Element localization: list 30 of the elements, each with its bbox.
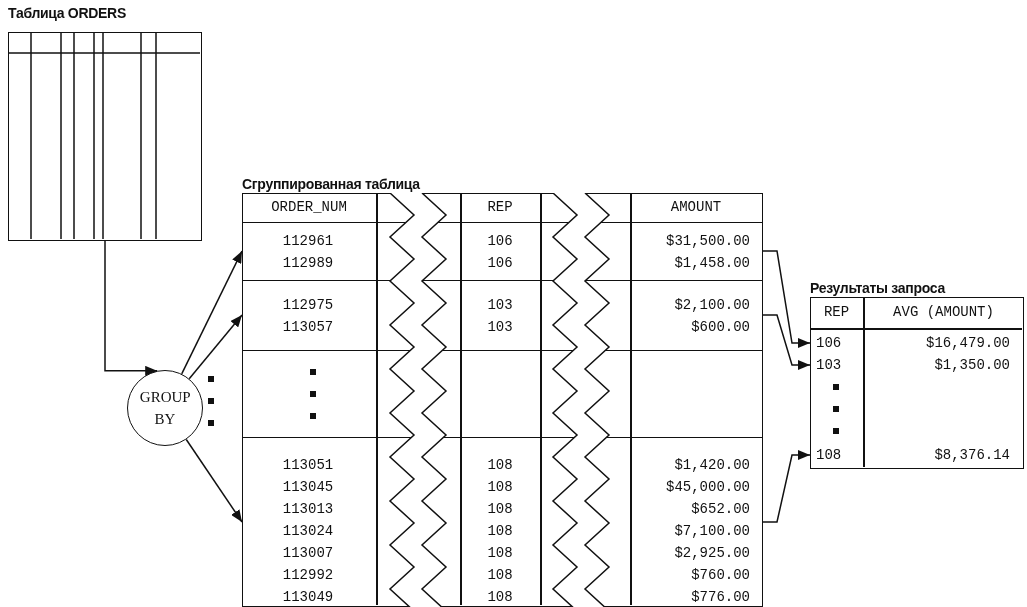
- table-cell-text: 113051 113045 113013 113024 113007 112992 113049: [281, 456, 335, 607]
- table-title: Сгруппированная таблица: [242, 175, 420, 193]
- table-cell-text: $1,350.00: [933, 355, 1010, 375]
- column-header: REP: [822, 303, 851, 322]
- arrow: [762, 314, 811, 370]
- table-cell-text: $2,100.00 $600.00: [673, 295, 750, 337]
- table-cell-text: 108 108 108 108 108 108 108: [486, 456, 514, 607]
- table-title: Результаты запроса: [810, 279, 945, 297]
- table-cell-text: $8,376.14: [933, 445, 1010, 465]
- arrow: [181, 250, 243, 375]
- table-title: Таблица ORDERS: [8, 4, 126, 22]
- arrow: [104, 240, 158, 376]
- column-header: REP: [486, 198, 514, 217]
- table-cell-text: 108: [816, 445, 843, 465]
- table-cell-text: $16,479.00: [925, 333, 1010, 353]
- table-cell-text: 106 106: [486, 231, 514, 273]
- arrow: [185, 438, 243, 523]
- arrow: [762, 250, 811, 348]
- table-cell-text: 112975 113057: [281, 295, 335, 337]
- table-cell-text: 106: [816, 333, 843, 353]
- column-header: AMOUNT: [669, 198, 723, 217]
- arrow: [188, 314, 243, 380]
- table-cell-text: $31,500.00 $1,458.00: [665, 231, 750, 273]
- table-cell-text: $1,420.00 $45,000.00 $652.00 $7,100.00 $2,925.00 $760.00 $776.00: [665, 456, 750, 607]
- arrow: [762, 450, 811, 523]
- column-header: AVG (AMOUNT): [892, 303, 995, 322]
- table-cell-text: 103 103: [486, 295, 514, 337]
- table-cell-text: 103: [816, 355, 843, 375]
- table-cell-text: 112961 112989: [281, 231, 335, 273]
- column-header: ORDER_NUM: [270, 198, 348, 217]
